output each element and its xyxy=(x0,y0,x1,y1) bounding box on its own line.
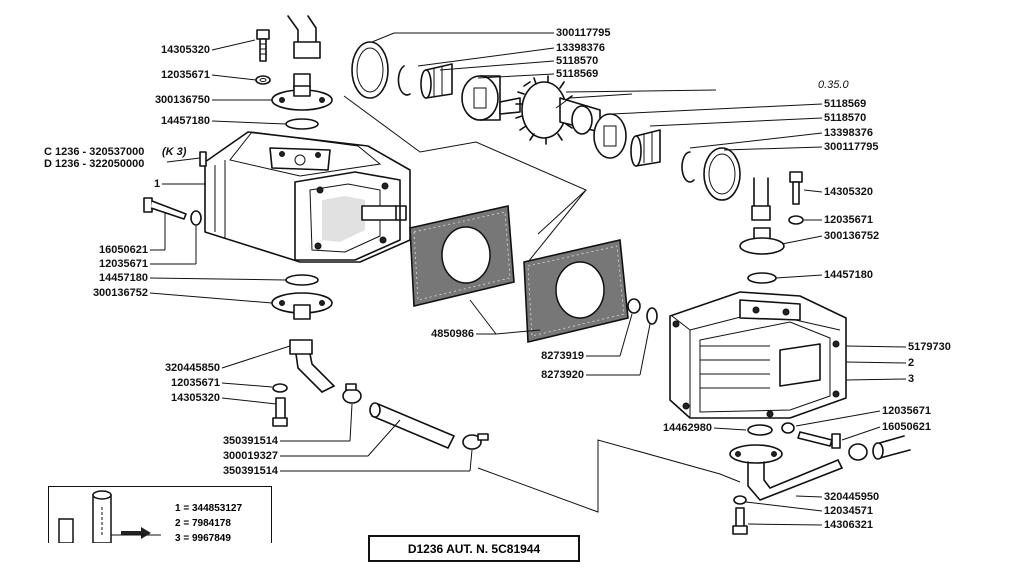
washer-top-left xyxy=(255,75,271,85)
label-12035671-a: 12035671 xyxy=(161,69,210,81)
washer-12035671-e xyxy=(781,422,795,434)
snap-ring-left xyxy=(397,65,411,96)
flange-lower-right xyxy=(729,444,783,464)
washer-8273920 xyxy=(646,307,658,325)
label-14457180-a: 14457180 xyxy=(161,115,210,127)
label-5118569-a: 5118569 xyxy=(556,68,599,80)
label-12034571: 12034571 xyxy=(824,505,873,517)
leader-lines xyxy=(149,32,907,526)
assembly-outline-lines xyxy=(343,95,741,513)
label-14457180-c: 14457180 xyxy=(824,269,873,281)
label-350391514-b: 350391514 xyxy=(222,465,278,477)
washer-12035671-d xyxy=(788,215,804,225)
label-d1236: D 1236 - 322050000 xyxy=(44,158,145,170)
label-300136752-b: 300136752 xyxy=(824,230,880,242)
seal-ring-left xyxy=(351,41,389,99)
label-12035671-d: 12035671 xyxy=(824,214,873,226)
inset-line-1: 1 = 344853127 xyxy=(175,503,243,514)
bolt-14305320-b xyxy=(272,397,288,427)
o-ring-14462980 xyxy=(747,424,773,436)
label-13398376-b: 13398376 xyxy=(824,127,873,139)
label-2: 2 xyxy=(908,357,915,369)
nut-8273919 xyxy=(627,298,641,314)
drawing-reference-text: D1236 AUT. N. 5C81944 xyxy=(407,541,541,556)
inset-line-3: 3 = 9967849 xyxy=(175,533,231,543)
label-300117795-b: 300117795 xyxy=(824,141,879,153)
label-12035671-b: 12035671 xyxy=(99,258,148,270)
pipe-right-top xyxy=(751,177,771,221)
label-16050621-a: 16050621 xyxy=(99,244,148,256)
label-300019327: 300019327 xyxy=(222,450,278,462)
washer-12034571 xyxy=(733,495,747,505)
inset-detail-box: 1 = 344853127 2 = 7984178 3 = 9967849 xyxy=(48,486,272,543)
label-8273919: 8273919 xyxy=(541,350,584,362)
hose-300019327 xyxy=(369,402,455,449)
clamp-350391514-a xyxy=(342,383,362,404)
label-1-a: 1 xyxy=(154,178,161,190)
inset-line-2: 2 = 7984178 xyxy=(175,518,231,529)
flange-300136752-right xyxy=(739,227,785,255)
label-300136750: 300136750 xyxy=(154,94,210,106)
label-300136752-a: 300136752 xyxy=(92,287,148,299)
o-ring-14457180-right xyxy=(747,272,777,284)
coupling-5118569-a xyxy=(461,75,501,121)
label-5118569-b: 5118569 xyxy=(824,98,867,110)
bolt-top-left xyxy=(256,29,270,62)
label-c1236: C 1236 - 320537000 xyxy=(44,146,145,158)
washer-12035671-c xyxy=(272,383,288,393)
label-4850986: 4850986 xyxy=(431,328,474,340)
label-14305320-b: 14305320 xyxy=(171,392,220,404)
pipe-320445850 xyxy=(289,339,335,393)
label-320445850: 320445850 xyxy=(164,362,220,374)
pipe-320445950 xyxy=(747,459,843,501)
label-3: 3 xyxy=(908,373,915,385)
bushing-right xyxy=(630,129,661,167)
snap-ring-right xyxy=(681,151,695,183)
pump-body-right xyxy=(669,291,847,419)
label-k3: (K 3) xyxy=(162,146,187,158)
bolt-14305320-c xyxy=(789,171,803,205)
flange-300136752-left xyxy=(271,292,333,320)
label-14457180-b: 14457180 xyxy=(99,272,148,284)
pump-body-left xyxy=(199,131,411,263)
clamp-350391514-b xyxy=(462,433,489,450)
flange-300136750 xyxy=(271,73,333,111)
clamp-right xyxy=(848,443,868,461)
bushing-left xyxy=(420,63,453,99)
washer-12035671-left xyxy=(190,210,202,226)
o-ring-14457180-mid xyxy=(285,274,319,286)
label-16050621-b: 16050621 xyxy=(882,421,931,433)
gasket-4850986-a xyxy=(409,205,515,308)
bolt-16050621-left xyxy=(143,197,187,220)
label-5118570-b: 5118570 xyxy=(824,112,867,124)
label-300117795-a: 300117795 xyxy=(556,27,611,39)
coupling-5118569-b xyxy=(593,113,627,159)
seal-ring-right xyxy=(703,147,741,201)
label-12035671-e: 12035671 xyxy=(882,405,931,417)
label-5118570-a: 5118570 xyxy=(556,55,599,67)
label-14462980: 14462980 xyxy=(663,422,712,434)
label-350391514-a: 350391514 xyxy=(222,435,278,447)
bolt-16050621-right xyxy=(797,431,841,449)
pipe-elbow-top xyxy=(287,15,321,59)
gear-shaft xyxy=(499,75,601,145)
label-12035671-c: 12035671 xyxy=(171,377,220,389)
label-14305320-a: 14305320 xyxy=(161,44,210,56)
hose-end-right xyxy=(872,435,911,460)
label-320445950: 320445950 xyxy=(824,491,880,503)
label-0350: 0.35.0 xyxy=(818,79,849,91)
inset-drawing xyxy=(58,490,161,543)
label-13398376-a: 13398376 xyxy=(556,42,605,54)
o-ring-14457180-top xyxy=(285,118,319,130)
label-14306321: 14306321 xyxy=(824,519,873,531)
label-8273920: 8273920 xyxy=(541,369,584,381)
drawing-reference-box: D1236 AUT. N. 5C81944 xyxy=(368,535,580,562)
bolt-14306321 xyxy=(732,507,748,535)
label-14305320-c: 14305320 xyxy=(824,186,873,198)
label-5179730: 5179730 xyxy=(908,341,951,353)
gasket-4850986-b xyxy=(523,239,629,344)
